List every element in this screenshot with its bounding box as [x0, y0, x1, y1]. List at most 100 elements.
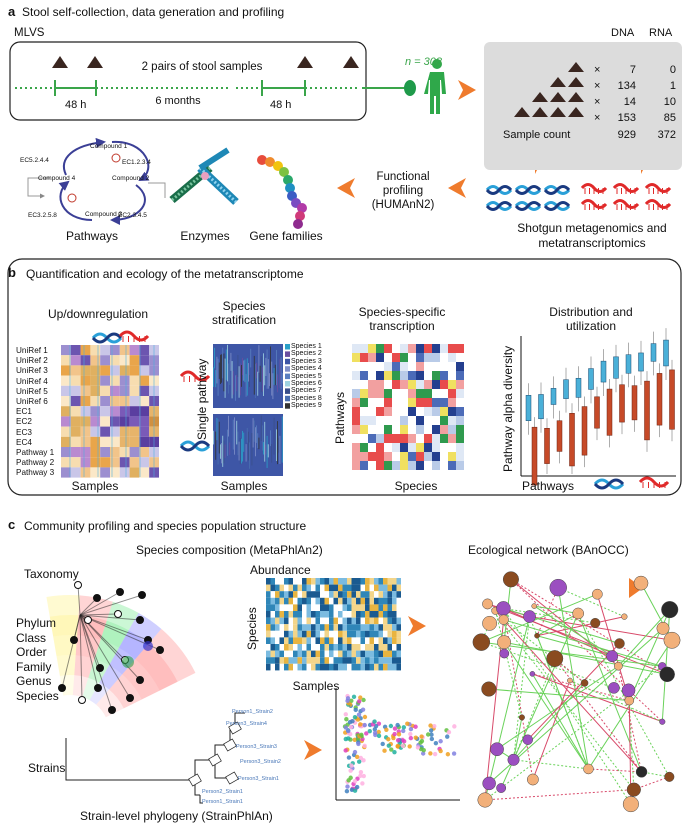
abundance-cell: [302, 604, 307, 611]
heatmap-cell: [432, 425, 440, 434]
compound-2: Compound 2: [112, 175, 150, 182]
heatmap-cell: [100, 396, 110, 407]
abundance-cell: [306, 657, 311, 664]
abundance-cell: [270, 591, 275, 598]
strat-bar: [223, 353, 225, 392]
abundance-cell: [396, 657, 401, 664]
heatmap-cell: [440, 398, 448, 407]
heatmap-cell: [129, 385, 140, 396]
abundance-cell: [284, 663, 289, 671]
spec-xlabel: Species: [394, 479, 438, 493]
strat-bar: [232, 419, 234, 450]
rna-read: [612, 183, 640, 194]
heatmap-cell: [456, 407, 464, 416]
scatter-point: [343, 748, 348, 753]
dna-read: [514, 201, 542, 211]
scatter-point: [413, 724, 418, 729]
dna-icon-updown: [91, 332, 123, 344]
abundance-cell: [396, 617, 401, 625]
abundance-cell: [369, 578, 374, 585]
abundance-cell: [275, 657, 280, 664]
heatmap-cell: [416, 389, 424, 398]
abundance-cell: [315, 663, 320, 671]
strat-bar: [265, 444, 267, 455]
abundance-cell: [284, 617, 289, 625]
abundance-cell: [396, 611, 401, 618]
heatmap-cell: [416, 434, 424, 443]
scatter-point: [364, 731, 369, 736]
heatmap-cell: [400, 344, 408, 353]
abundance-cell: [311, 630, 316, 638]
abundance-cell: [284, 578, 289, 585]
negative-edge: [532, 680, 571, 780]
abundance-cell: [374, 611, 379, 618]
strat-bar: [239, 363, 241, 396]
abundance-cell: [297, 663, 302, 671]
network-node: [608, 682, 620, 694]
heatmap-cell: [110, 436, 120, 447]
gene-bead: [257, 155, 267, 165]
scatter-point: [401, 728, 406, 734]
row-label-6: UniRef 6: [16, 397, 48, 406]
abundance-cell: [320, 624, 325, 631]
abundance-cell: [275, 624, 280, 631]
negative-edge: [536, 616, 625, 637]
heatmap-cell: [448, 443, 456, 452]
tree-branch: [79, 614, 113, 711]
abundance-cell: [396, 591, 401, 598]
strat-bar: [239, 438, 241, 465]
network-node: [661, 601, 679, 619]
heatmap-cell: [80, 355, 91, 366]
heatmap-cell: [70, 365, 81, 376]
clade-wedge: [118, 612, 162, 660]
abundance-cell: [360, 663, 365, 671]
heatmap-cell: [352, 362, 360, 371]
strat-bar: [246, 358, 248, 396]
strat-bar: [244, 359, 246, 383]
heatmap-cell: [119, 355, 130, 366]
scatter-point: [445, 734, 450, 739]
scatter-point: [380, 741, 385, 747]
scatter-point: [367, 728, 372, 734]
heatmap-cell: [432, 461, 440, 470]
heatmap-cell: [440, 344, 448, 353]
strat-bar: [257, 433, 259, 448]
abundance-cell: [365, 604, 370, 611]
abundance-cell: [396, 644, 401, 651]
tree-node: [116, 588, 124, 596]
abundance-cell: [266, 644, 271, 651]
heatmap-cell: [368, 380, 376, 389]
ec-5-2-4-4: EC5.2.4.4: [20, 157, 49, 164]
heatmap-cell: [416, 362, 424, 371]
heatmap-cell: [61, 345, 71, 356]
dna-box: [563, 379, 569, 399]
abundance-cell: [284, 644, 289, 651]
compound-4: Compound 4: [38, 175, 76, 182]
abundance-cell: [288, 657, 293, 664]
network-node: [497, 635, 512, 650]
abundance-cell: [374, 657, 379, 664]
network-node: [546, 650, 564, 667]
heatmap-cell: [139, 406, 150, 417]
ec-1-2-3-4: EC1.2.3.4: [122, 159, 151, 166]
abundance-cell: [279, 597, 284, 605]
scatter-point: [392, 731, 397, 737]
scatter-point: [359, 732, 364, 738]
strat-bar: [216, 356, 218, 384]
taxonomy-tree: [46, 581, 196, 781]
tree-node: [78, 696, 86, 704]
heatmap-cell: [424, 353, 432, 362]
heatmap-cell: [352, 443, 360, 452]
heatmap-cell: [392, 380, 400, 389]
strat-bar: [263, 442, 264, 455]
negative-edge: [484, 619, 505, 801]
heatmap-cell: [448, 398, 456, 407]
abundance-cell: [284, 657, 289, 664]
abundance-cell: [302, 650, 307, 658]
rna-count-3: 10: [663, 96, 676, 108]
abundance-cell: [297, 657, 302, 664]
network-node: [590, 617, 601, 629]
heatmap-cell: [129, 406, 140, 417]
heatmap-cell: [70, 396, 81, 407]
sample-count-dna: 929: [617, 129, 636, 141]
